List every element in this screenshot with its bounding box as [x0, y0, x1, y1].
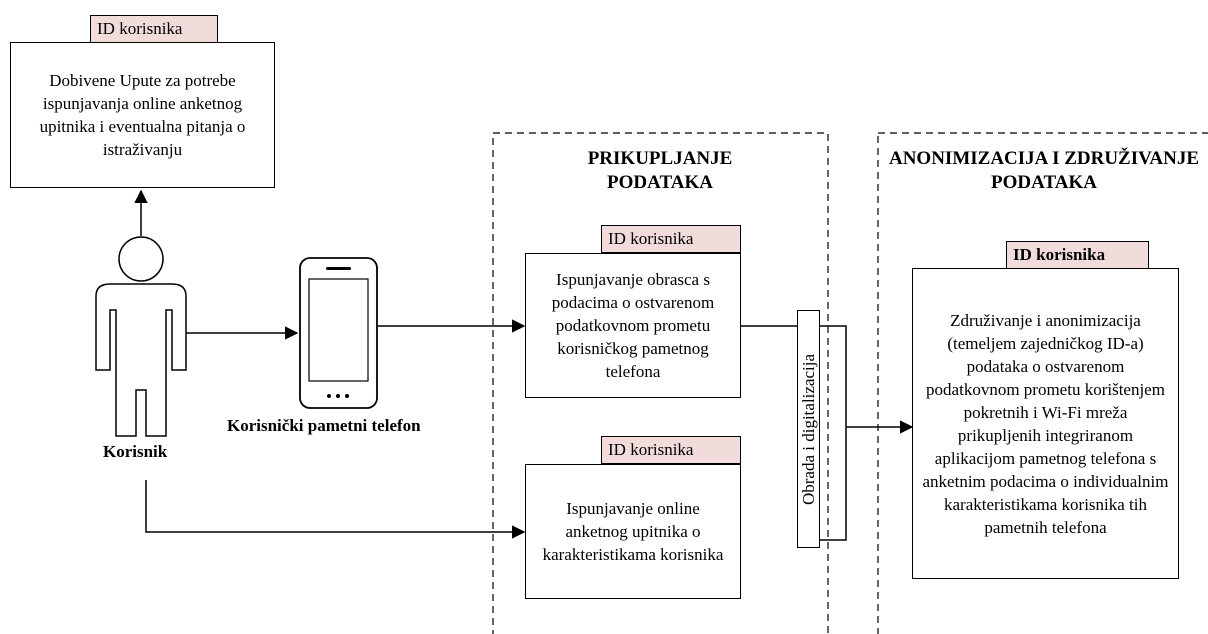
processing-box: Obrada i digitalizacija	[797, 310, 820, 548]
person-icon	[95, 236, 187, 437]
anonymization-box: Združivanje i anonimizacija (temeljem za…	[912, 268, 1179, 579]
user-id-tag: ID korisnika	[90, 15, 218, 43]
traffic-form-box: Ispunjavanje obrasca s podacima o ostvar…	[525, 253, 741, 398]
bracket-traffic-form	[741, 325, 847, 541]
traffic-form-id-tag: ID korisnika	[601, 225, 741, 253]
phone-label: Korisnički pametni telefon	[227, 416, 421, 435]
collection-heading: PRIKUPLJANJE PODATAKA	[587, 148, 733, 193]
processing-label: Obrada i digitalizacija	[799, 353, 819, 505]
anonymization-heading: ANONIMIZACIJA I ZDRUŽIVANJE PODATAKA	[888, 148, 1200, 193]
survey-form-box: Ispunjavanje online anketnog upitnika o …	[525, 464, 741, 599]
user-info-box: Dobivene Upute za potrebe ispunjavanja o…	[10, 42, 275, 188]
survey-form-id-tag: ID korisnika	[601, 436, 741, 464]
arrow-user-to-survey-form	[145, 480, 526, 539]
smartphone-icon	[299, 257, 378, 409]
user-label: Korisnik	[103, 442, 168, 461]
anonymization-id-tag: ID korisnika	[1006, 241, 1149, 269]
anonymization-frame	[877, 132, 1208, 634]
